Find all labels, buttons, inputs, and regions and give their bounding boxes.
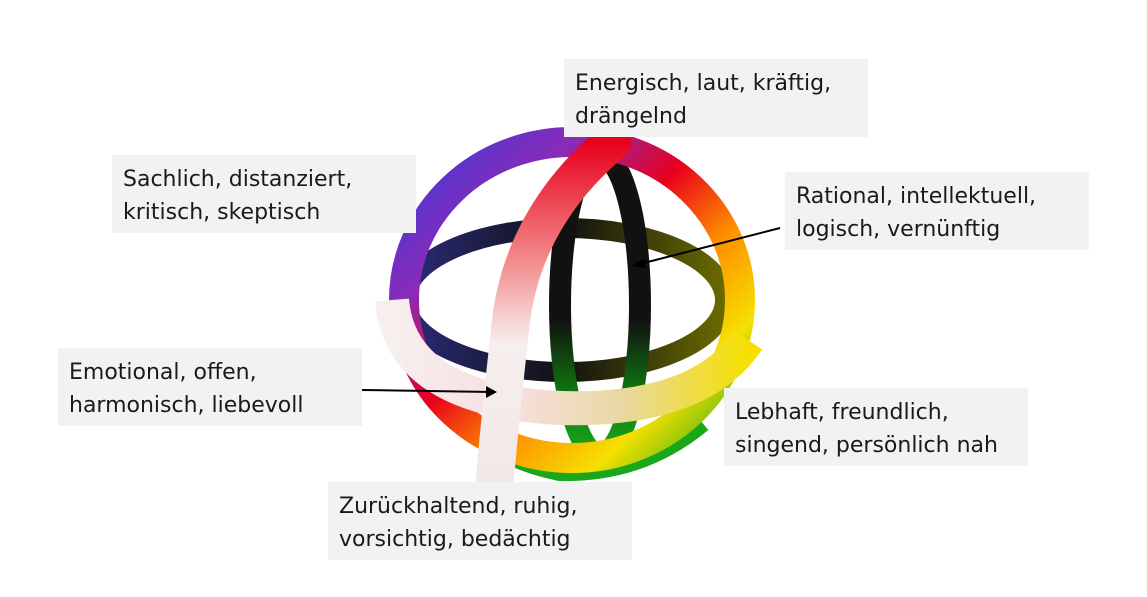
label-rational-line1: Rational, intellektuell, — [796, 184, 1037, 209]
label-lively-line1: Lebhaft, freundlich, — [735, 400, 949, 425]
label-reserved-line2: vorsichtig, bedächtig — [339, 527, 571, 552]
label-rational-line2: logisch, vernünftig — [796, 217, 1001, 242]
label-factual: Sachlich, distanziert, kritisch, skeptis… — [112, 155, 416, 233]
label-energetic-line1: Energisch, laut, kräftig, — [575, 71, 832, 96]
label-factual-line1: Sachlich, distanziert, — [123, 167, 353, 192]
arrow-emotional — [361, 389, 493, 393]
label-rational: Rational, intellektuell, logisch, vernün… — [785, 172, 1089, 250]
label-energetic-line2: drängelnd — [575, 104, 687, 129]
front-meridian-band — [476, 123, 631, 497]
label-emotional: Emotional, offen, harmonisch, liebevoll — [58, 348, 362, 426]
label-lively: Lebhaft, freundlich, singend, persönlich… — [724, 388, 1028, 466]
label-lively-line2: singend, persönlich nah — [735, 433, 998, 458]
label-emotional-line1: Emotional, offen, — [69, 360, 257, 385]
label-factual-line2: kritisch, skeptisch — [123, 200, 321, 225]
label-emotional-line2: harmonisch, liebevoll — [69, 393, 304, 418]
label-reserved: Zurückhaltend, ruhig, vorsichtig, bedäch… — [328, 482, 632, 560]
arrow-rational-head — [632, 258, 646, 268]
front-equator-band — [375, 297, 763, 426]
label-reserved-line1: Zurückhaltend, ruhig, — [339, 494, 578, 519]
arrow-rational — [635, 227, 781, 266]
arrow-emotional-head — [486, 386, 497, 398]
label-energetic: Energisch, laut, kräftig, drängelnd — [564, 59, 868, 137]
